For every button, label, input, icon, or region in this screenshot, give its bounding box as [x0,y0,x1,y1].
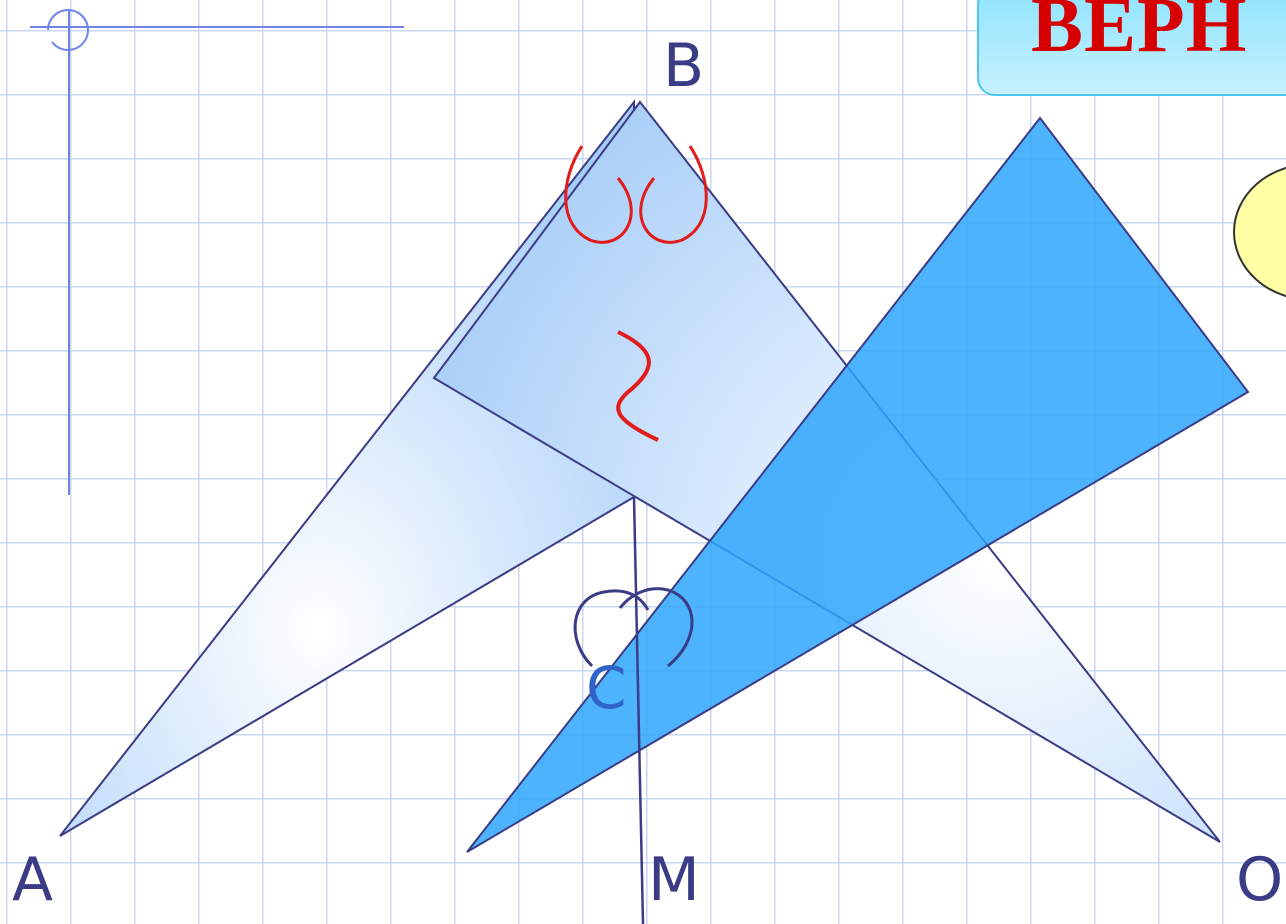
callout-text: ВЕРН [1031,0,1248,68]
yellow-oval [1233,166,1286,298]
angle-mark-b-right [639,145,708,244]
equality-mark [616,330,659,442]
triangle-dark [466,116,1250,853]
segment-cm [632,496,645,924]
angle-mark-c-left [573,589,650,668]
label-m: M [648,845,700,915]
triangle-abc [59,99,635,837]
label-c: C [586,654,627,722]
label-a: A [12,845,53,915]
label-o: O [1236,845,1283,915]
answer-callout: ВЕРН [977,0,1286,96]
angle-mark-b-left [564,145,633,244]
label-b: B [663,31,704,101]
angle-mark-c-right [618,587,694,668]
compass-arc [47,9,90,51]
